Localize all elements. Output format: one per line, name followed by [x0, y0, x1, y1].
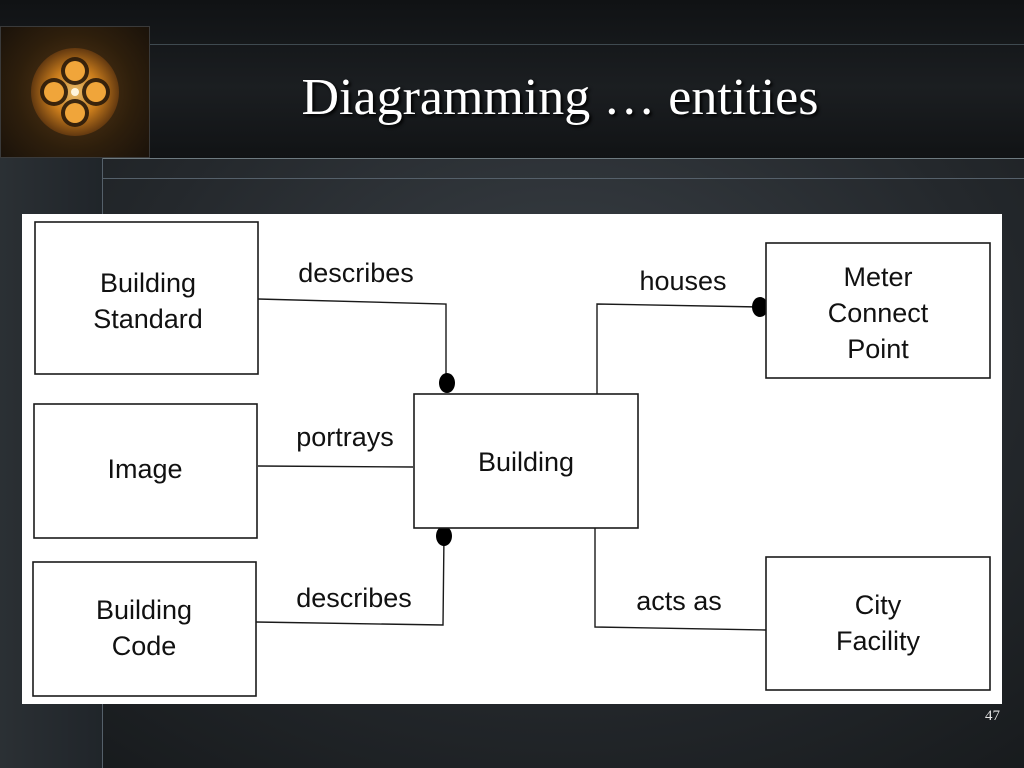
- rel-label-houses: houses: [639, 266, 726, 296]
- label-building-standard-line2: Standard: [93, 304, 203, 334]
- line-describes-standard: [257, 298, 447, 376]
- entity-city-facility: [765, 556, 991, 691]
- label-building: Building: [478, 447, 574, 477]
- line-describes-code: [255, 533, 445, 626]
- rel-label-describes-standard: describes: [298, 258, 414, 288]
- rel-label-portrays: portrays: [296, 422, 394, 452]
- entity-meter-connect-point: [765, 242, 991, 379]
- label-meter-connect-point-line1: Meter: [843, 262, 912, 292]
- connector-dot-code: [436, 526, 452, 546]
- page-number: 47: [985, 708, 1000, 724]
- rel-label-acts-as: acts as: [636, 586, 722, 616]
- er-diagram-canvas: Building Standard Image Building Code Bu…: [32, 221, 991, 697]
- entity-building: [413, 393, 639, 529]
- entity-building-code: [32, 561, 257, 697]
- label-city-facility-line2: Facility: [836, 626, 921, 656]
- quatrefoil-logo-icon: [31, 48, 119, 136]
- label-meter-connect-point-line2: Connect: [828, 298, 929, 328]
- line-houses: [596, 303, 761, 394]
- line-acts-as: [594, 528, 767, 631]
- connector-dot-standard: [439, 373, 455, 393]
- label-building-code-line2: Code: [112, 631, 177, 661]
- slide-title: Diagramming … entities: [301, 69, 819, 126]
- label-city-facility-line1: City: [855, 590, 902, 620]
- entity-building-standard: [34, 221, 259, 375]
- label-meter-connect-point-line3: Point: [847, 334, 909, 364]
- title-band: [0, 0, 1024, 159]
- divider-line: [102, 178, 1024, 179]
- line-portrays: [257, 465, 414, 468]
- connector-dot-meter: [752, 297, 768, 317]
- label-building-code-line1: Building: [96, 595, 192, 625]
- er-diagram: Building Standard Image Building Code Bu…: [22, 214, 1002, 704]
- label-image: Image: [107, 454, 182, 484]
- logo: [0, 26, 150, 158]
- entity-image: [33, 403, 258, 539]
- rel-label-describes-code: describes: [296, 583, 412, 613]
- label-building-standard-line1: Building: [100, 268, 196, 298]
